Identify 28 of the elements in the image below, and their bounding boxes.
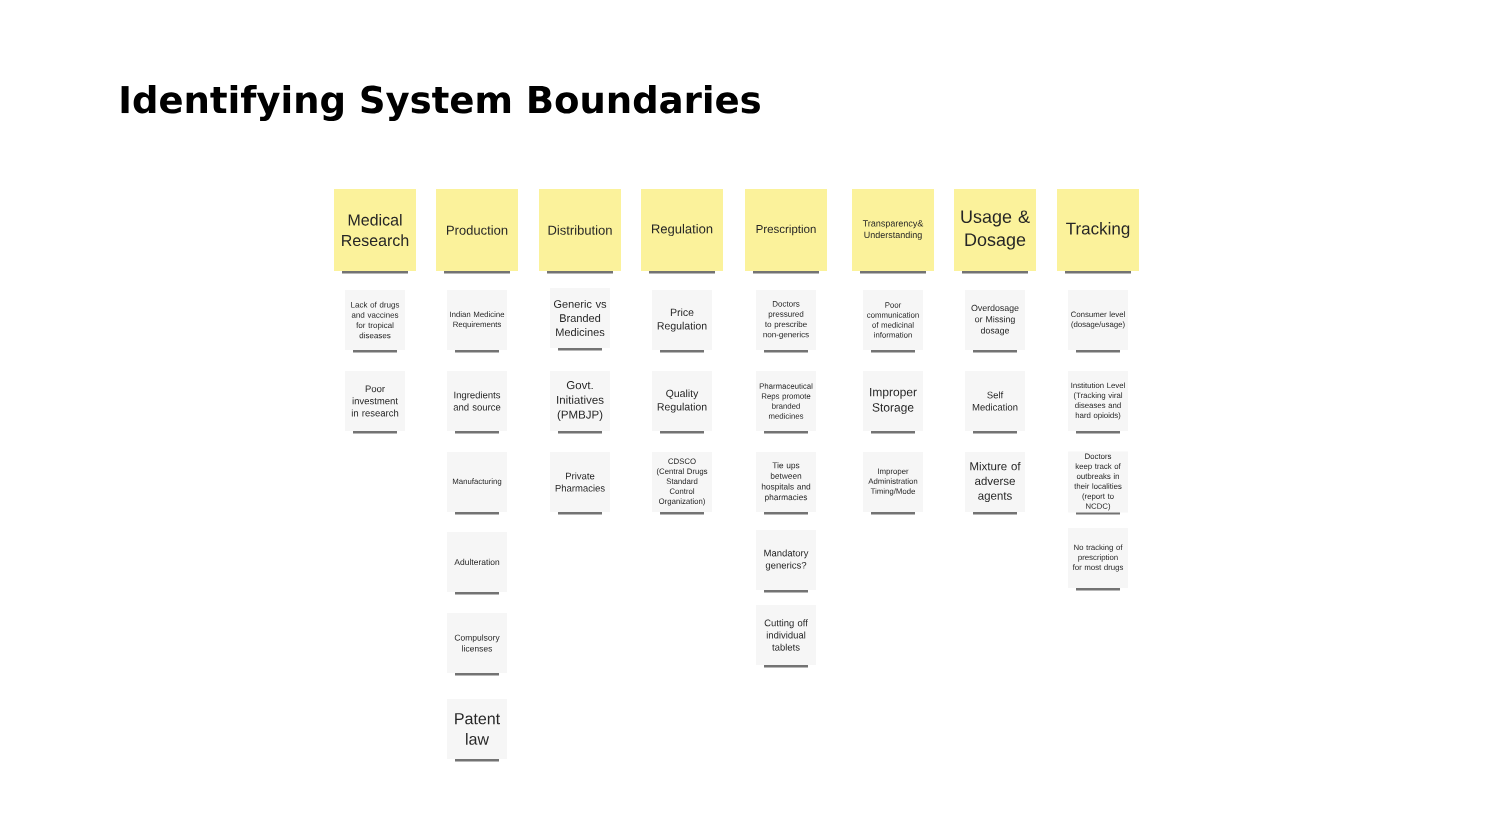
sticky-note: Cutting off individual tablets xyxy=(756,605,816,668)
sticky-note: Private Pharmacies xyxy=(550,452,610,515)
sticky-note: Tie ups between hospitals and pharmacies xyxy=(756,452,816,515)
sticky-note: Mixture of adverse agents xyxy=(965,452,1025,515)
sticky-note: Regulation xyxy=(641,189,723,274)
sticky-note: Self Medication xyxy=(965,371,1025,434)
sticky-note: Doctors pressured to prescribe non-generics xyxy=(756,290,816,353)
sticky-note: Poor investment in research xyxy=(345,371,405,434)
slide-title: Identifying System Boundaries xyxy=(121,84,760,122)
sticky-note: Generic vs Branded Medicines xyxy=(550,288,610,351)
sticky-note: Ingredients and source xyxy=(447,371,507,434)
sticky-note: Govt. Initiatives (PMBJP) xyxy=(550,371,610,434)
sticky-note: Distribution xyxy=(539,189,621,274)
sticky-note: Lack of drugs and vaccines for tropical diseases xyxy=(345,290,405,353)
sticky-note: Compulsory licenses xyxy=(447,613,507,676)
sticky-note: Usage & Dosage xyxy=(954,189,1036,274)
sticky-note: Prescription xyxy=(745,189,827,274)
sticky-note: Quality Regulation xyxy=(652,371,712,434)
sticky-note: Improper Storage xyxy=(863,371,923,434)
sticky-note: Medical Research xyxy=(334,189,416,274)
sticky-note: Patent law xyxy=(447,699,507,762)
sticky-note: Transparency& Understanding xyxy=(852,189,934,274)
sticky-note: Price Regulation xyxy=(652,290,712,353)
sticky-note: Mandatory generics? xyxy=(756,530,816,593)
sticky-note: Adulteration xyxy=(447,532,507,595)
sticky-note: Tracking xyxy=(1057,189,1139,274)
sticky-note: Production xyxy=(436,189,518,274)
sticky-note: Overdosage or Missing dosage xyxy=(965,290,1025,353)
